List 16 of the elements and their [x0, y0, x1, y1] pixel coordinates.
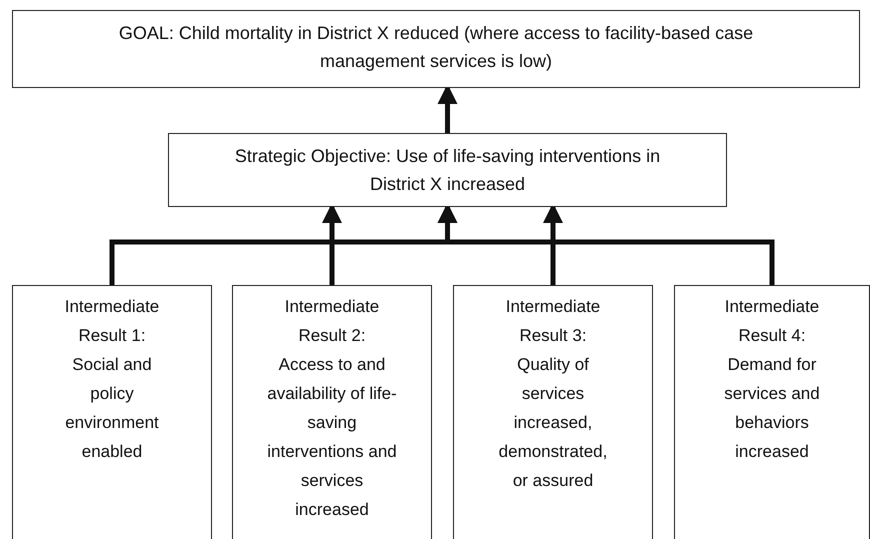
result-heading: Intermediate Result 3: — [504, 296, 602, 347]
result-description: Quality of services increased, demonstrated, or assured — [498, 354, 608, 492]
result-box — [453, 285, 653, 539]
result-heading: Intermediate Result 1: — [64, 296, 160, 347]
box-text: Strategic Objective: Use of life-saving interventions in District X increased — [234, 145, 662, 196]
result-heading: Intermediate Result 2: — [284, 296, 380, 347]
result-description: Social and policy environment enabled — [64, 354, 160, 463]
objective-box — [168, 133, 727, 207]
result-box — [232, 285, 432, 539]
result-description: Demand for services and behaviors increased — [723, 354, 821, 463]
goal-box — [12, 10, 860, 88]
result-description: Access to and availability of life-saving interventions and services increased — [267, 354, 397, 521]
result-box — [674, 285, 870, 539]
box-text: GOAL: Child mortality in District X reduced (where access to facility-based case management services is low) — [118, 22, 754, 73]
result-box — [12, 285, 212, 539]
result-heading: Intermediate Result 4: — [724, 296, 820, 347]
